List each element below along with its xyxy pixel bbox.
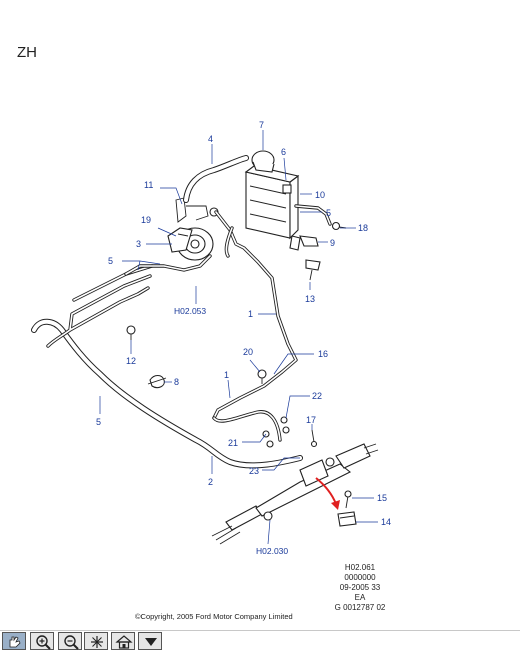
pipe-5-cooler	[46, 204, 332, 348]
leader-lines	[99, 130, 378, 545]
pan-tool-button[interactable]	[2, 632, 26, 650]
zoom-out-button[interactable]	[58, 632, 82, 650]
callout-17: 17	[306, 415, 316, 425]
hose-2	[31, 318, 303, 469]
info-line: 09-2005 33	[339, 583, 381, 592]
bolt-17	[310, 429, 318, 448]
viewer-toolbar	[0, 630, 520, 651]
steering-rack	[211, 443, 379, 545]
diagram-code: ZH	[17, 44, 37, 61]
callout-5c: 5	[96, 417, 101, 427]
info-line: EA	[354, 593, 366, 602]
hand-icon	[9, 636, 21, 648]
menu-dropdown-button[interactable]	[138, 632, 162, 650]
red-arrow-icon	[315, 477, 340, 510]
info-line: H02.061	[344, 563, 376, 572]
bolt-12	[126, 325, 136, 340]
home-button[interactable]	[111, 632, 135, 650]
callout-10: 10	[315, 190, 325, 200]
power-steering-diagram: 4 7 6 10 11 5 19 3 18 9 5 13 2 12 1 20 1…	[31, 120, 391, 556]
bolt-15	[344, 490, 352, 509]
reservoir-cap	[251, 150, 275, 173]
callout-18: 18	[358, 223, 368, 233]
bracket-14	[337, 511, 357, 527]
info-line: G 0012787 02	[334, 603, 386, 612]
bolt-13	[305, 259, 321, 281]
callout-3: 3	[136, 239, 141, 249]
callout-7: 7	[259, 120, 264, 130]
callout-15: 15	[377, 493, 387, 503]
callout-23: 23	[249, 466, 259, 476]
callout-5b: 5	[108, 256, 113, 266]
triangle-down-icon	[145, 638, 157, 646]
zoom-in-icon	[36, 635, 51, 650]
callout-22: 22	[312, 391, 322, 401]
callout-4: 4	[208, 134, 213, 144]
callout-20: 20	[243, 347, 253, 357]
callout-13: 13	[305, 294, 315, 304]
callout-5: 5	[326, 208, 331, 218]
pump-bracket-clamp	[175, 197, 219, 223]
callout-8: 8	[174, 377, 179, 387]
callout-16: 16	[318, 349, 328, 359]
callout-9: 9	[330, 238, 335, 248]
callout-2: 2	[208, 477, 213, 487]
clip-20	[257, 369, 267, 384]
callout-21: 21	[228, 438, 238, 448]
ref-h02-053: H02.053	[174, 306, 206, 316]
callout-6: 6	[281, 147, 286, 157]
callout-1: 1	[248, 309, 253, 319]
copyright-notice: ©Copyright, 2005 Ford Motor Company Limi…	[135, 612, 293, 621]
callout-11: 11	[144, 180, 153, 190]
info-line: 0000000	[344, 573, 376, 582]
callout-14: 14	[381, 517, 391, 527]
hose-4	[183, 155, 249, 203]
zoom-out-icon	[64, 635, 79, 650]
bolt-18	[331, 221, 347, 231]
zoom-fit-button[interactable]	[84, 632, 108, 650]
clip-8	[147, 374, 167, 389]
fit-icon	[91, 636, 103, 648]
clip-9	[299, 235, 319, 247]
callout-labels: 4 7 6 10 11 5 19 3 18 9 5 13 2 12 1 20 1…	[96, 120, 391, 556]
zoom-in-button[interactable]	[30, 632, 54, 650]
callout-1b: 1	[224, 370, 229, 380]
home-icon	[115, 635, 133, 649]
reservoir-tank	[244, 165, 301, 251]
pipe-1-secondary	[212, 226, 282, 442]
drawing-info-block: H02.061 0000000 09-2005 33 EA G 0012787 …	[300, 563, 420, 613]
pipe-1-pressure	[212, 210, 298, 420]
ref-h02-030: H02.030	[256, 546, 288, 556]
callout-12: 12	[126, 356, 136, 366]
callout-19: 19	[141, 215, 151, 225]
power-steering-pump	[167, 227, 214, 261]
